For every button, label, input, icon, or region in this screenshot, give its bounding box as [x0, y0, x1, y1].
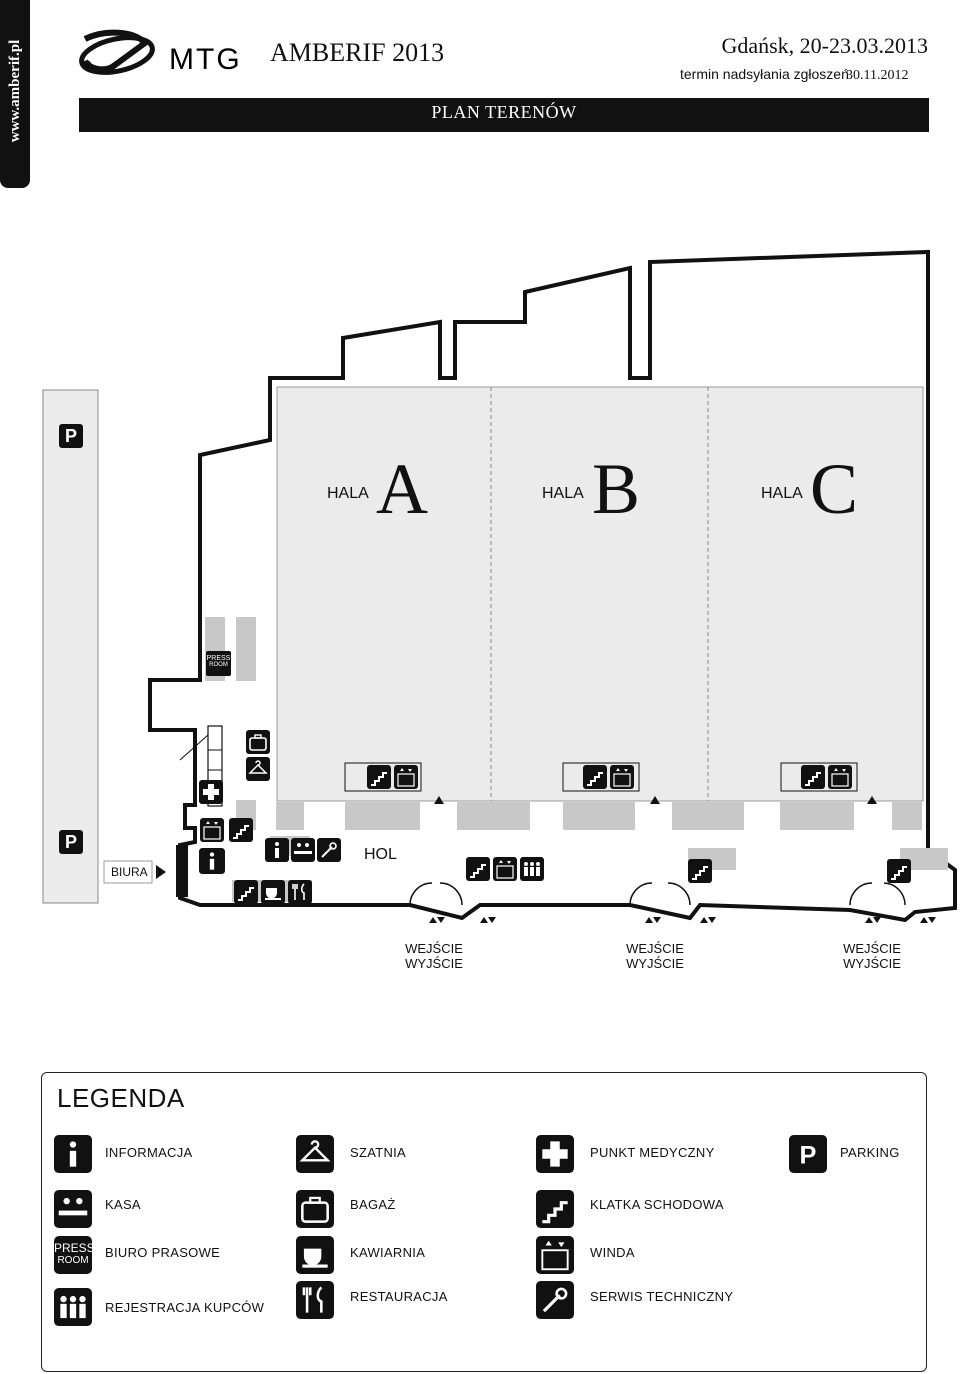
- hall-a-word: HALA: [327, 485, 369, 502]
- stairs-icon: [536, 1190, 574, 1228]
- legend-label-medical: PUNKT MEDYCZNY: [590, 1145, 715, 1160]
- tech-service-icon: [317, 838, 341, 862]
- deadline-value: 30.11.2012: [846, 68, 909, 83]
- hall-a-letter: A: [376, 449, 428, 529]
- legend: [41, 1072, 927, 1372]
- hanger-icon: [296, 1135, 334, 1173]
- hall-b-word: HALA: [542, 485, 584, 502]
- registration-icon: [520, 857, 544, 881]
- legend-label-parking: PARKING: [840, 1145, 900, 1160]
- elevator-icon: [610, 765, 634, 789]
- svg-text:R: R: [85, 64, 90, 70]
- event-title: AMBERIF 2013: [270, 38, 445, 67]
- stairs-icon: [466, 857, 490, 881]
- stairs-icon: [801, 765, 825, 789]
- legend-label-kasa: KASA: [105, 1197, 141, 1212]
- elevator-icon: [200, 818, 224, 842]
- elevator-icon: [828, 765, 852, 789]
- registration-icon: [54, 1288, 92, 1326]
- restaurant-icon: [288, 880, 312, 904]
- tech-service-icon: [536, 1281, 574, 1319]
- info-icon: [54, 1135, 92, 1173]
- press-room-icon: PRESS ROOM: [206, 651, 231, 676]
- press-room-icon: PRESS ROOM: [54, 1236, 95, 1274]
- luggage-icon: [246, 730, 270, 754]
- parking-icon: P: [789, 1135, 827, 1173]
- medical-cross-icon: [199, 780, 223, 804]
- coffee-icon: [261, 880, 285, 904]
- city-date: Gdańsk, 20-23.03.2013: [721, 33, 928, 58]
- deadline-label: termin nadsyłania zgłoszeń: [680, 66, 849, 82]
- biura-label: BIURA: [111, 865, 148, 879]
- side-url[interactable]: www.amberif.pl: [7, 39, 23, 143]
- legend-label-press: BIURO PRASOWE: [105, 1245, 221, 1260]
- plan-title: PLAN TERENÓW: [431, 102, 577, 122]
- mtg-logo: R MTG: [79, 29, 240, 76]
- logo-text: MTG: [169, 43, 240, 76]
- cashier-icon: [54, 1190, 92, 1228]
- legend-label-szatnia: SZATNIA: [350, 1145, 407, 1160]
- hol-label: HOL: [364, 846, 397, 863]
- legend-label-bagaz: BAGAŻ: [350, 1197, 396, 1212]
- plan-title-bar: [79, 98, 929, 132]
- legend-label-info: INFORMACJA: [105, 1145, 193, 1160]
- stairs-icon: [887, 859, 911, 883]
- hall-c-letter: C: [810, 449, 859, 529]
- stairs-icon: [229, 818, 253, 842]
- hall-c-word: HALA: [761, 485, 803, 502]
- legend-label-tech: SERWIS TECHNICZNY: [590, 1289, 734, 1304]
- legend-title: LEGENDA: [57, 1083, 185, 1113]
- coffee-icon: [296, 1236, 334, 1274]
- info-icon: [265, 838, 289, 862]
- stairs-icon: [688, 859, 712, 883]
- restaurant-icon: [296, 1281, 334, 1319]
- floor-plan: [42, 249, 957, 923]
- legend-label-registration: REJESTRACJA KUPCÓW: [105, 1300, 265, 1315]
- svg-text:P: P: [800, 1142, 817, 1170]
- legend-label-coffee: KAWIARNIA: [350, 1245, 426, 1260]
- legend-label-stairs: KLATKA SCHODOWA: [590, 1197, 724, 1212]
- side-url-tab: [0, 0, 30, 188]
- luggage-icon: [296, 1190, 334, 1228]
- stairs-icon: [583, 765, 607, 789]
- medical-cross-icon: [536, 1135, 574, 1173]
- parking-icon: P: [59, 830, 83, 854]
- elevator-icon: [394, 765, 418, 789]
- stairs-icon: [367, 765, 391, 789]
- hanger-icon: [246, 757, 270, 781]
- cashier-icon: [291, 838, 315, 862]
- elevator-icon: [493, 857, 517, 881]
- elevator-icon: [536, 1236, 574, 1274]
- parking-icon: P: [59, 424, 83, 448]
- hall-b-letter: B: [592, 449, 641, 529]
- legend-label-restaurant: RESTAURACJA: [350, 1289, 448, 1304]
- legend-label-elevator: WINDA: [590, 1245, 635, 1260]
- info-icon: [199, 848, 225, 874]
- stairs-icon: [234, 880, 258, 904]
